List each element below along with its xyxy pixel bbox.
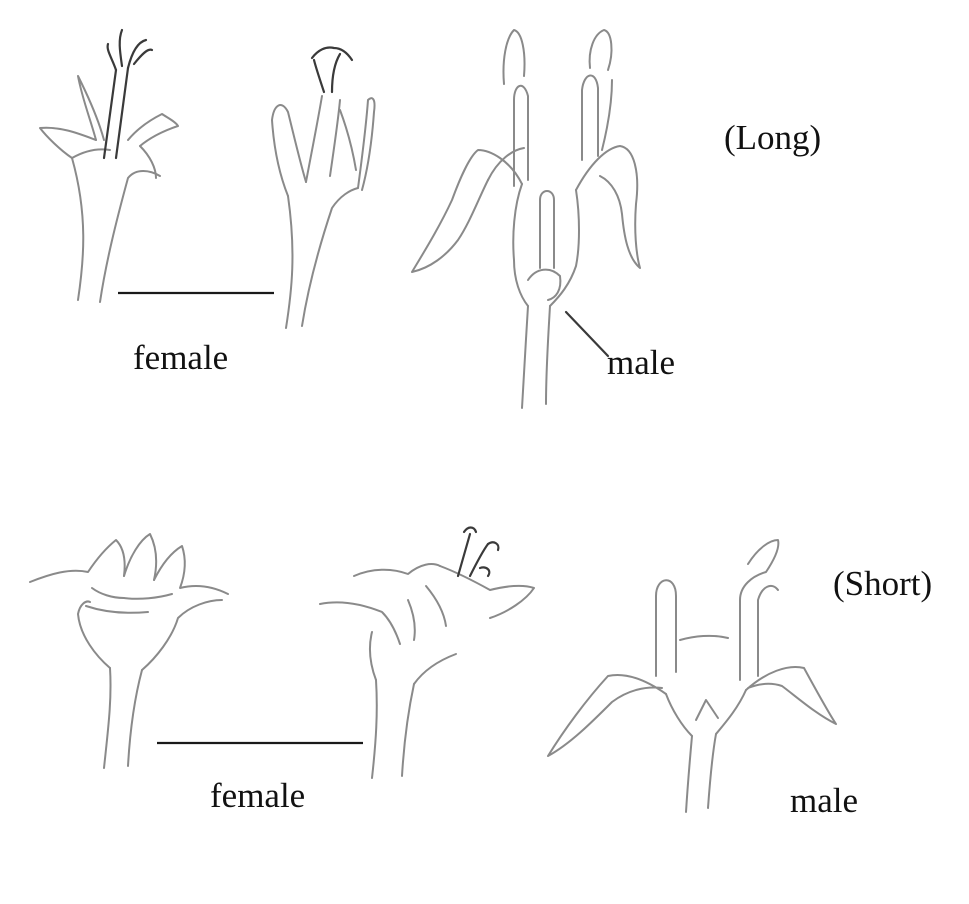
long-female-label: female [133, 338, 229, 377]
short-heading: (Short) [833, 564, 933, 603]
short-male-label: male [790, 781, 859, 820]
long-heading: (Long) [724, 118, 822, 157]
long-female-flower-2 [271, 46, 376, 329]
short-female-flower-1 [29, 533, 229, 769]
long-female-flower-1 [39, 28, 179, 303]
short-male-flower [547, 539, 837, 813]
short-female-label: female [210, 776, 306, 815]
long-male-label: male [607, 343, 676, 382]
short-female-flower-2 [319, 526, 535, 779]
long-male-flower [411, 29, 641, 409]
